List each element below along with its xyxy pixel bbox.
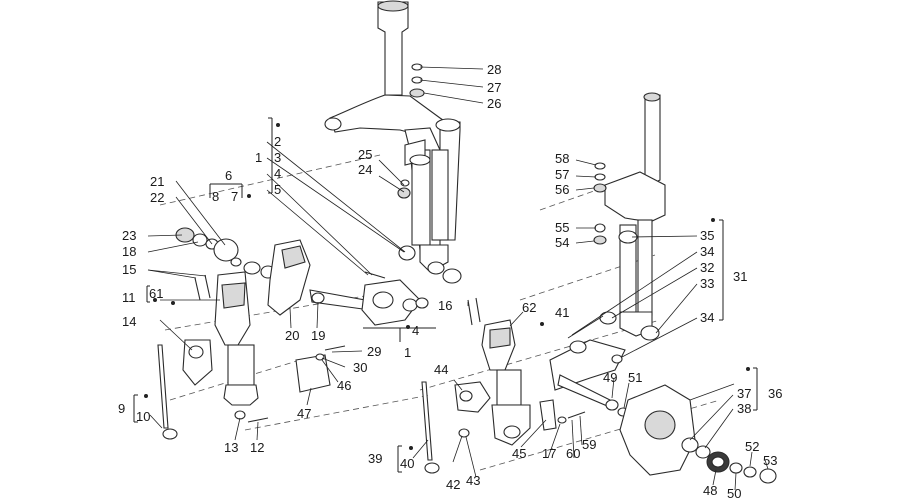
- part-label: 39: [368, 451, 382, 466]
- part-label: 43: [466, 473, 480, 488]
- part-label: 46: [337, 378, 351, 393]
- bullet-marker: [409, 446, 413, 450]
- part-label: 35: [700, 228, 714, 243]
- part-label: 26: [487, 96, 501, 111]
- part-label: 19: [311, 328, 325, 343]
- part-label: 52: [745, 439, 759, 454]
- part-label: 6: [225, 168, 232, 183]
- part-label: 56: [555, 182, 569, 197]
- part-label: 9: [118, 401, 125, 416]
- part-label: 30: [353, 360, 367, 375]
- bullet-marker: [144, 394, 148, 398]
- part-label: 37: [737, 386, 751, 401]
- part-label: 24: [358, 162, 372, 177]
- part-label: 28: [487, 62, 501, 77]
- part-label: 34: [700, 310, 714, 325]
- bullet-marker: [171, 301, 175, 305]
- part-label: 57: [555, 167, 569, 182]
- part-label: 2: [274, 134, 281, 149]
- bullet-marker: [153, 298, 157, 302]
- part-label: 31: [733, 269, 747, 284]
- bullet-marker: [540, 322, 544, 326]
- right-shock-assembly: [421, 297, 586, 474]
- part-label: 11: [122, 290, 136, 305]
- part-label: 21: [150, 174, 164, 189]
- part-labels: 28 27 26 2 1 3 4 5 25 24 21 22 6 8 7 23 …: [118, 62, 782, 500]
- bullet-marker: [406, 325, 410, 329]
- part-label: 8: [212, 189, 219, 204]
- part-label: 41: [555, 305, 569, 320]
- part-label: 1: [255, 150, 262, 165]
- part-label: 17: [542, 446, 556, 461]
- part-label: 18: [122, 244, 136, 259]
- part-label: 34: [700, 244, 714, 259]
- part-label: 16: [438, 298, 452, 313]
- part-label: 45: [512, 446, 526, 461]
- part-label: 53: [763, 453, 777, 468]
- leader-lines: [147, 66, 769, 491]
- part-label: 4: [274, 166, 281, 181]
- part-label: 14: [122, 314, 136, 329]
- part-label: 23: [122, 228, 136, 243]
- part-label: 59: [582, 437, 596, 452]
- part-label: 1: [404, 345, 411, 360]
- left-fork-assembly: [324, 0, 462, 284]
- part-label: 3: [274, 150, 281, 165]
- part-label: 13: [224, 440, 238, 455]
- part-label: 60: [566, 446, 580, 461]
- bullet-marker: [711, 218, 715, 222]
- part-label: 40: [400, 456, 414, 471]
- part-label: 36: [768, 386, 782, 401]
- part-label: 33: [700, 276, 714, 291]
- part-label: 62: [522, 300, 536, 315]
- part-label: 20: [285, 328, 299, 343]
- part-label: 5: [274, 182, 281, 197]
- part-label: 44: [434, 362, 448, 377]
- part-label: 4: [412, 323, 419, 338]
- part-label: 27: [487, 80, 501, 95]
- part-label: 54: [555, 235, 569, 250]
- part-label: 49: [603, 370, 617, 385]
- part-label: 15: [122, 262, 136, 277]
- part-label: 25: [358, 147, 372, 162]
- part-label: 12: [250, 440, 264, 455]
- part-label: 58: [555, 151, 569, 166]
- part-label: 61: [149, 286, 163, 301]
- part-label: 7: [231, 189, 238, 204]
- right-fork-assembly: [549, 92, 666, 417]
- part-label: 48: [703, 483, 717, 498]
- right-hub-assembly: [619, 384, 777, 484]
- left-shock-assembly: [157, 227, 429, 440]
- part-label: 55: [555, 220, 569, 235]
- part-label: 38: [737, 401, 751, 416]
- bullet-marker: [247, 194, 251, 198]
- part-label: 29: [367, 344, 381, 359]
- group-brackets: [133, 117, 758, 473]
- part-label: 47: [297, 406, 311, 421]
- part-label: 22: [150, 190, 164, 205]
- bullet-marker: [276, 123, 280, 127]
- part-label: 50: [727, 486, 741, 500]
- part-label: 10: [136, 409, 150, 424]
- part-label: 42: [446, 477, 460, 492]
- bullet-marker: [746, 367, 750, 371]
- part-label: 51: [628, 370, 642, 385]
- part-label: 32: [700, 260, 714, 275]
